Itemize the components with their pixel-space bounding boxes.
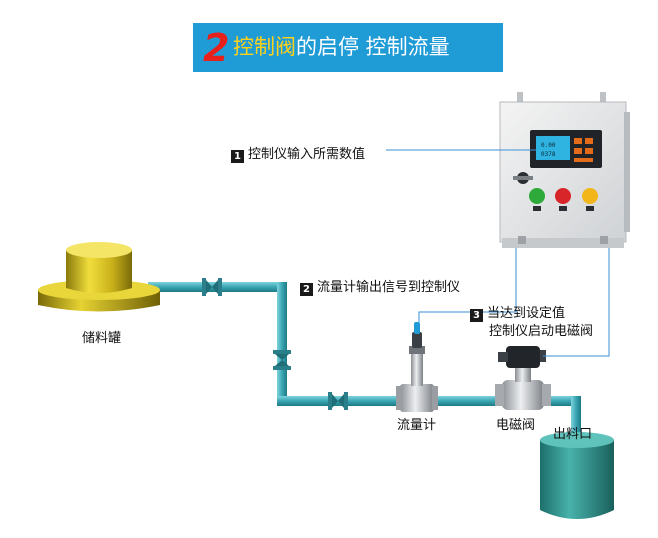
- button-red: [555, 188, 571, 204]
- step-2-badge: 2: [300, 283, 313, 296]
- storage-tank: [38, 242, 160, 312]
- step-1-badge: 1: [231, 150, 244, 163]
- step-2-text: 流量计输出信号到控制仪: [317, 280, 461, 295]
- button-green: [529, 188, 545, 204]
- step-2-label: 2 流量计输出信号到控制仪: [300, 276, 460, 296]
- button-yellow: [582, 188, 598, 204]
- step-3-badge: 3: [470, 309, 483, 322]
- tank-label: 储料罐: [82, 331, 122, 346]
- outlet-label: 出料口: [553, 427, 593, 442]
- display-line1: 0.00: [541, 142, 556, 149]
- manual-valve-3: [328, 392, 348, 410]
- step-number: 2: [203, 26, 230, 70]
- signal-line-2: [418, 248, 517, 322]
- signal-line-3: [543, 248, 610, 357]
- manual-valve-2: [273, 350, 291, 370]
- step-3-label: 3 当达到设定值: [470, 302, 565, 322]
- step-1-label: 1 控制仪输入所需数值: [231, 143, 365, 163]
- display-line2: 0378: [541, 151, 556, 158]
- pipe-segment-4: [571, 396, 581, 436]
- flowmeter-label: 流量计: [397, 418, 437, 433]
- solenoid-valve-device: [495, 346, 551, 410]
- flowmeter-device: [396, 322, 438, 412]
- title-rest: 的启停 控制流量: [296, 35, 450, 59]
- title-banner: 2 控制阀 的启停 控制流量: [193, 23, 503, 72]
- title-highlight: 控制阀: [233, 35, 296, 59]
- step-3-text: 当达到设定值: [487, 306, 566, 321]
- control-cabinet: [499, 92, 630, 248]
- manual-valve-1: [202, 278, 222, 296]
- step-1-text: 控制仪输入所需数值: [248, 147, 366, 162]
- signal-lines: [386, 149, 610, 357]
- outlet-tank: [540, 432, 614, 519]
- pipe-segment-2: [277, 282, 287, 402]
- valve-label: 电磁阀: [496, 418, 536, 433]
- step-3-text2: 控制仪启动电磁阀: [489, 324, 594, 339]
